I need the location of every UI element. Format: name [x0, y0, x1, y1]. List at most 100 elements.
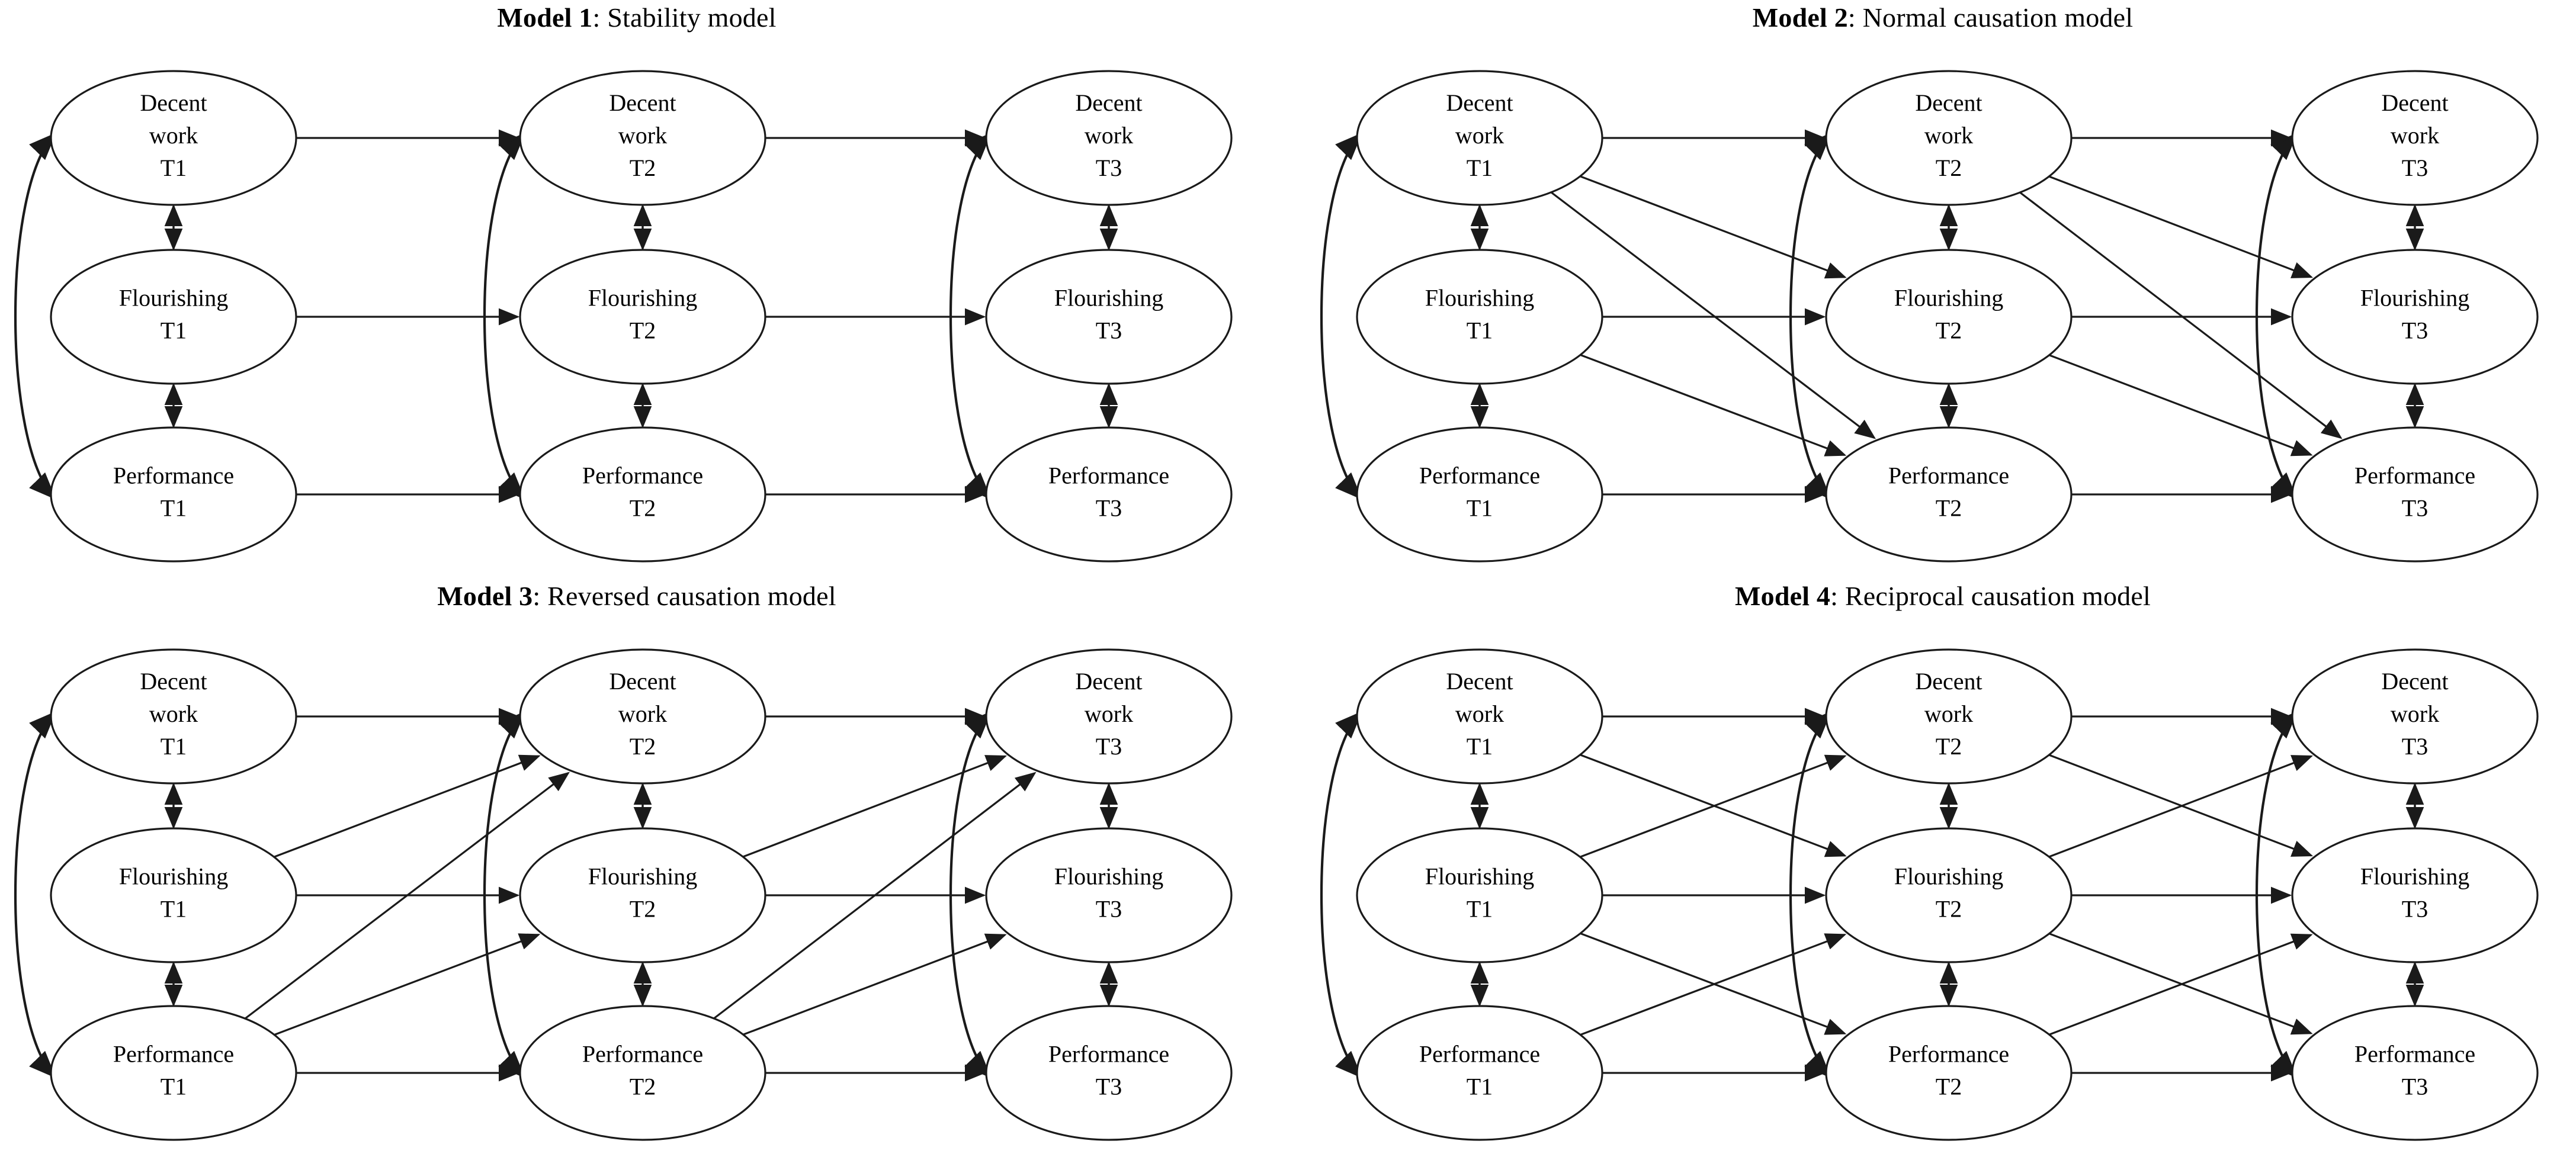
panel-title: Model 3: Reversed causation model	[6, 581, 1268, 611]
node-label-line-3: T1	[161, 155, 187, 181]
node-ellipse	[985, 249, 1233, 385]
model-label: Model 3	[437, 581, 533, 611]
cross-lagged-fl2-dw3	[742, 755, 1008, 858]
node-label-line-3: T2	[1936, 733, 1962, 760]
cross-lagged-dw1-fl2	[1580, 175, 1847, 279]
node-label-line-1: Flourishing	[588, 285, 697, 311]
node-label-line-1: Decent	[1446, 668, 1513, 695]
path-diagram: DecentworkT1DecentworkT2DecentworkT3Flou…	[14, 648, 1233, 1141]
cross-lagged-fl1-dw2	[274, 754, 541, 858]
node-label-line-2: T1	[1467, 495, 1493, 522]
covariance-curve-dw1-pf1	[14, 132, 56, 500]
node-label-line-2: work	[1455, 700, 1504, 727]
node-label-line-2: T2	[1936, 317, 1962, 344]
node-label-line-1: Decent	[1075, 668, 1142, 695]
node-ellipse	[519, 648, 766, 785]
node-ellipse	[985, 648, 1233, 785]
node-label-line-2: T3	[2402, 495, 2428, 522]
node-label-line-2: work	[1455, 122, 1504, 149]
node-label-line-1: Flourishing	[1054, 863, 1163, 890]
node-label-line-3: T3	[1096, 733, 1122, 760]
panel-title: Model 4: Reciprocal causation model	[1312, 581, 2574, 611]
node-ellipse	[1356, 648, 1603, 785]
node-ellipse	[50, 1005, 297, 1141]
node-label-line-2: work	[1085, 700, 1133, 727]
node-label-line-3: T1	[161, 733, 187, 760]
node-ellipse	[1825, 827, 2073, 963]
node-label-line-1: Performance	[1888, 1041, 2009, 1068]
edges-layer	[1320, 708, 2424, 1082]
edges-layer	[1320, 129, 2424, 503]
node-label-line-1: Performance	[2354, 1041, 2475, 1068]
node-ellipse	[2291, 1005, 2539, 1141]
model-name: Stability model	[607, 2, 777, 33]
node-label-line-2: T3	[2402, 896, 2428, 923]
model-title-separator: :	[1830, 581, 1845, 611]
cross-lagged-fl1-pf2	[1580, 932, 1847, 1035]
node-label-line-3: T2	[630, 155, 656, 181]
cross-lagged-dw2-fl3	[2048, 175, 2314, 278]
cross-lagged-dw2-pf3	[2019, 191, 2343, 439]
cross-lagged-pf1-dw2	[244, 772, 570, 1020]
node-ellipse	[985, 70, 1233, 206]
node-ellipse	[519, 70, 766, 206]
node-label-line-3: T1	[1467, 733, 1493, 760]
cross-lagged-pf2-fl3	[2049, 933, 2313, 1036]
node-label-line-2: T3	[1096, 896, 1122, 923]
node-ellipse	[519, 1005, 766, 1141]
node-label-line-2: T2	[630, 495, 656, 522]
node-label-line-1: Decent	[609, 89, 676, 116]
node-label-line-1: Flourishing	[2360, 863, 2469, 890]
nodes-layer: DecentworkT1DecentworkT2DecentworkT3Flou…	[50, 648, 1233, 1141]
node-label-line-2: T1	[1467, 317, 1493, 344]
node-label-line-2: T1	[1467, 896, 1493, 923]
node-label-line-2: work	[2391, 700, 2439, 727]
panel-title: Model 1: Stability model	[6, 2, 1268, 33]
node-label-line-1: Performance	[113, 1041, 234, 1068]
cross-lagged-dw2-fl3	[2048, 754, 2314, 857]
node-ellipse	[1356, 827, 1603, 963]
cross-lagged-pf1-fl2	[274, 933, 541, 1036]
